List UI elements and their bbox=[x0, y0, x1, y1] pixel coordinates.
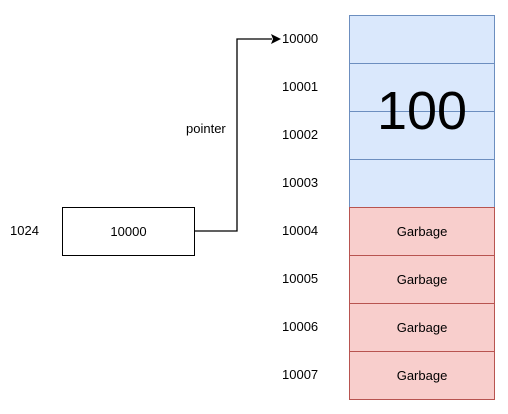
address-label: 10003 bbox=[282, 175, 319, 190]
pointer-value: 10000 bbox=[110, 224, 147, 239]
memory-cell-garbage: Garbage bbox=[349, 351, 495, 400]
memory-cell-int bbox=[349, 159, 495, 208]
address-label: 10004 bbox=[282, 223, 319, 238]
garbage-label: Garbage bbox=[396, 272, 448, 287]
address-label: 10006 bbox=[282, 319, 319, 334]
memory-cell-int bbox=[349, 111, 495, 160]
pointer-arrow-line bbox=[195, 38, 272, 232]
pointer-variable-box: 10000 bbox=[62, 207, 195, 256]
address-label: 10007 bbox=[282, 367, 319, 382]
stored-value: 100 bbox=[376, 81, 468, 141]
address-label: 10000 bbox=[282, 31, 319, 46]
memory-cell-garbage: Garbage bbox=[349, 303, 495, 352]
garbage-label: Garbage bbox=[396, 224, 448, 239]
memory-cell-garbage: Garbage bbox=[349, 255, 495, 304]
memory-cell-garbage: Garbage bbox=[349, 207, 495, 256]
address-label: 10001 bbox=[282, 79, 319, 94]
garbage-label: Garbage bbox=[396, 368, 448, 383]
pointer-arrow-head bbox=[271, 34, 281, 44]
address-label: 10002 bbox=[282, 127, 319, 142]
pointer-address-label: 1024 bbox=[10, 223, 39, 238]
address-label: 10005 bbox=[282, 271, 319, 286]
memory-cell-int bbox=[349, 15, 495, 64]
garbage-label: Garbage bbox=[396, 320, 448, 335]
pointer-label: pointer bbox=[186, 121, 226, 136]
